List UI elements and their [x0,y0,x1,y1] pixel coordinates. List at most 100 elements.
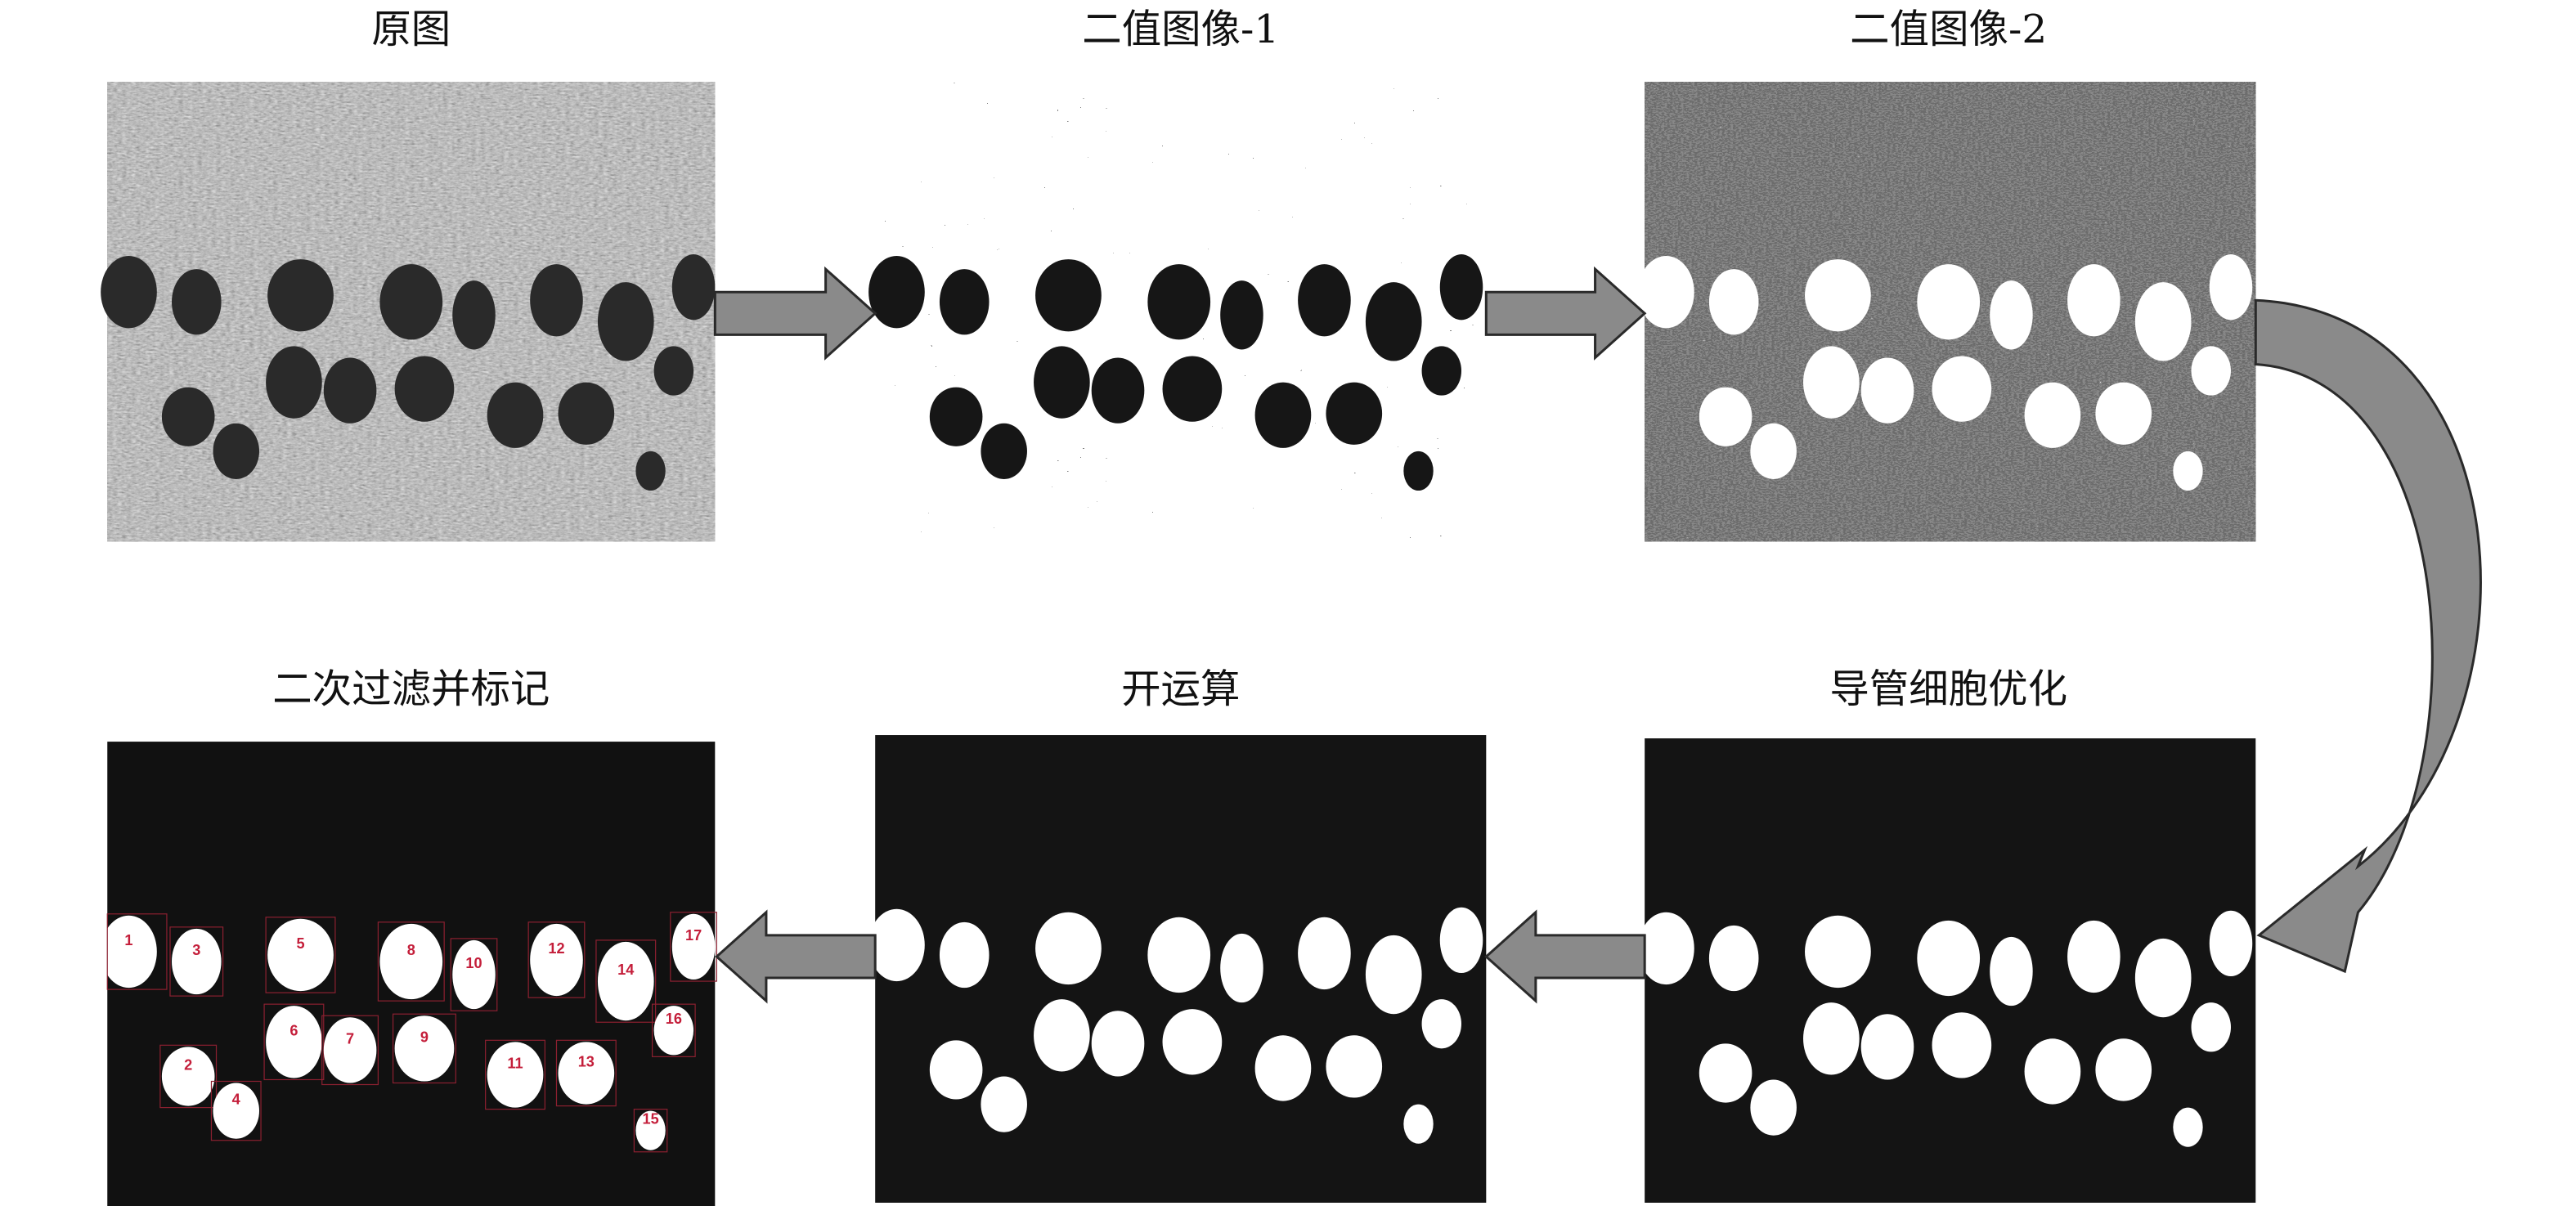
vessel-cell [213,1083,260,1139]
vessel-cell [1035,259,1102,332]
vessel-cell [1298,917,1351,990]
vessel-cell [597,941,654,1021]
curved-arrow-down-icon [2254,298,2482,974]
vessel-cell [1365,935,1422,1015]
vessel-cell [1932,1012,1992,1078]
vessel-cell [1439,254,1483,321]
panel-opening [868,735,1487,1203]
vessel-cell [101,256,157,329]
vessel-cell [530,264,583,337]
vessel-cell [172,269,222,335]
vessel-cell [1034,346,1090,419]
vessel-cell [1421,346,1462,396]
vessel-cell [2134,282,2192,361]
vessel-cell [1803,1002,1860,1075]
vessel-cell [452,280,496,350]
vessel-cell [1638,912,1694,985]
cell-label: 3 [192,942,200,958]
cell-label: 11 [507,1055,523,1071]
bounding-box [651,1003,696,1057]
vessel-cell [653,1006,694,1056]
arrow-left-icon [1484,909,1646,1004]
bounding-box [321,1015,379,1086]
cell-label: 9 [420,1029,429,1045]
vessel-cell [1326,1035,1383,1098]
bounding-box [595,939,657,1023]
vessel-cell [530,923,583,997]
vessel-cell [1699,1043,1752,1103]
vessel-cell [1932,356,1992,422]
cell-label: 13 [578,1053,595,1069]
bounding-box [263,1003,325,1081]
vessel-cell [161,1047,215,1106]
cell-label: 8 [407,942,415,958]
vessel-cell [981,1076,1027,1132]
vessel-cell [1750,1079,1797,1136]
bounding-box [377,921,445,1002]
arrow-right-icon [713,266,877,361]
bounding-box [485,1039,545,1110]
cell-label: 12 [548,940,564,957]
cell-label: 6 [289,1022,298,1038]
vessel-cell [1220,933,1263,1003]
vessel-cell [868,908,925,982]
vessel-cell [2209,910,2253,977]
vessel-cell [1803,346,1860,419]
vessel-cell [2067,920,2120,993]
vessel-cell [161,387,215,446]
vessel-cell [929,1040,983,1100]
panel-vessel-optimization [1638,738,2256,1203]
vessel-cell [597,282,654,361]
vessel-cell [101,915,157,989]
panel-title-vessel-optimization: 导管细胞优化 [1829,666,2067,712]
vessel-cell [172,928,222,995]
cell-label: 10 [465,955,482,971]
vessel-cell [1699,387,1752,446]
bounding-box [392,1013,456,1084]
panel-title-original: 原图 [371,7,451,52]
vessel-cell [2024,382,2081,448]
vessel-cell [939,269,990,335]
cell-label: 14 [617,962,634,978]
vessel-cell [323,1017,377,1083]
vessel-cell [1638,256,1694,329]
panel-original-image [101,82,716,542]
vessel-cell [635,1110,666,1150]
vessel-cell [2191,346,2231,396]
vessel-cell [635,451,666,491]
vessel-cell [671,254,716,321]
vessel-cell [981,423,1027,479]
vessel-cell [1254,1035,1312,1101]
vessel-cell [2095,1038,2152,1101]
cell-label: 4 [232,1092,240,1108]
bounding-box [450,938,498,1011]
bounding-box [106,913,168,990]
vessel-cell [1421,999,1462,1049]
vessel-cell [1708,269,1759,335]
vessel-cell [868,256,925,329]
vessel-cell [1439,907,1483,974]
arrow-left-icon [715,909,877,1004]
bounding-box [265,917,336,993]
vessel-cell [1860,357,1914,424]
vessel-cell [1091,357,1145,424]
panel-title-filter-label: 二次过滤并标记 [272,666,550,712]
vessel-cell [379,264,443,340]
cell-label: 1 [124,932,132,948]
cell-label: 16 [666,1011,682,1027]
vessel-cell [1805,915,1871,989]
vessel-cell [1917,920,1981,997]
cell-label: 2 [184,1056,192,1073]
vessel-cell [1750,423,1797,479]
vessel-cell [2209,254,2253,321]
cell-label: 7 [346,1030,354,1047]
panel-title-binary-2: 二值图像-2 [1850,7,2047,52]
vessel-cell [394,1015,455,1082]
vessel-cell [267,259,334,332]
vessel-cell [1403,451,1434,491]
vessel-cell [267,918,334,992]
vessel-cell [929,387,983,446]
arrow-right-icon [1484,266,1647,361]
